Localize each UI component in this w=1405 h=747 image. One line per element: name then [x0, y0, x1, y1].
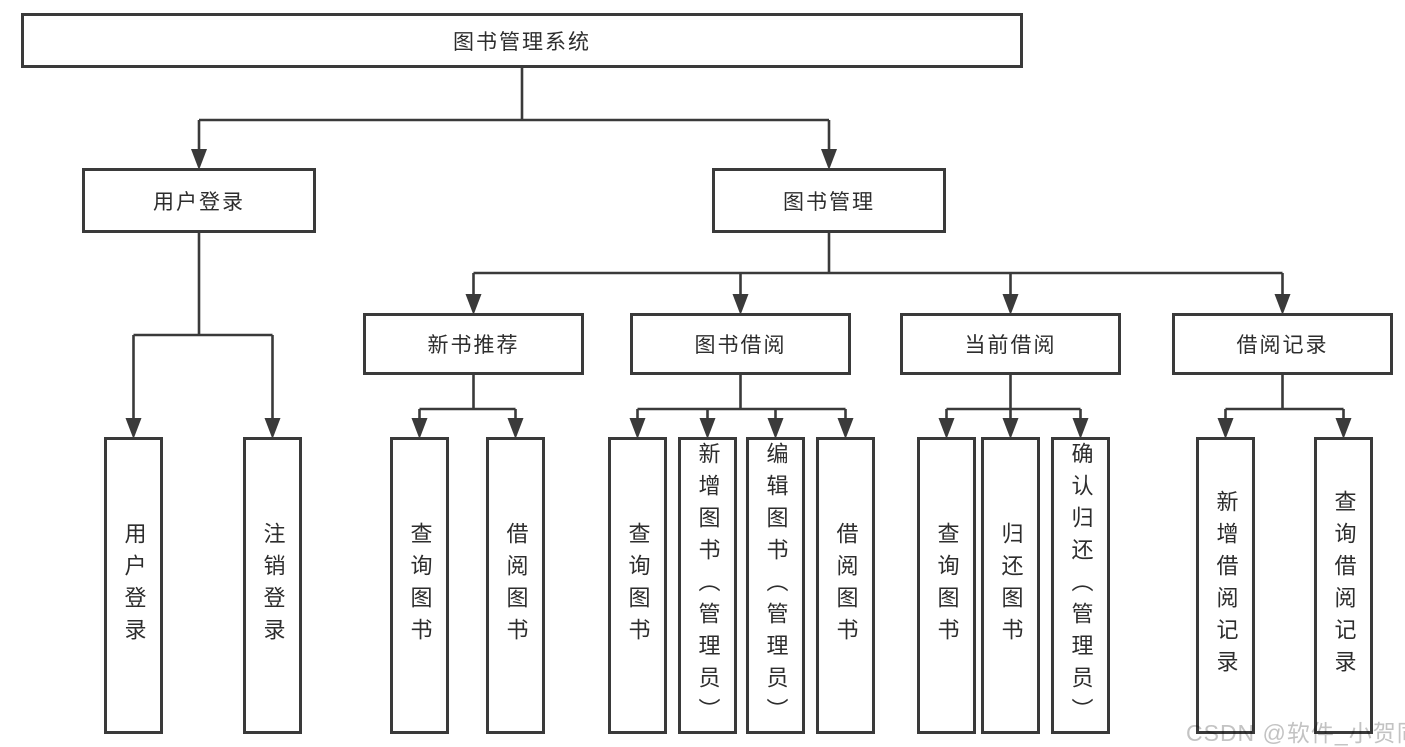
node-label: 借阅图书: [833, 521, 859, 650]
leaf-newbook-query-books: 查询图书: [390, 437, 449, 734]
node-library-management-system: 图书管理系统: [21, 13, 1023, 68]
leaf-current-confirm-return-admin: 确认归还（管理员）: [1051, 437, 1110, 734]
node-label: 查询图书: [934, 521, 960, 650]
node-label: 编辑图书（管理员）: [763, 441, 789, 730]
leaf-borrow-query-books: 查询图书: [608, 437, 667, 734]
node-label: 用户登录: [121, 521, 147, 650]
node-label: 图书管理: [783, 190, 875, 214]
leaf-newbook-borrow-books: 借阅图书: [486, 437, 545, 734]
node-user-login-branch: 用户登录: [82, 168, 316, 233]
leaf-records-add-record: 新增借阅记录: [1196, 437, 1255, 734]
leaf-logout: 注销登录: [243, 437, 302, 734]
leaf-current-return-books: 归还图书: [981, 437, 1040, 734]
node-label: 用户登录: [153, 190, 245, 214]
node-label: 新书推荐: [427, 334, 520, 357]
leaf-current-query-books: 查询图书: [917, 437, 976, 734]
arrowheads: [125, 149, 1352, 439]
node-label: 新增借阅记录: [1213, 489, 1239, 682]
node-label: 归还图书: [998, 521, 1024, 650]
node-current-borrow: 当前借阅: [900, 313, 1121, 375]
node-label: 查询图书: [407, 521, 433, 650]
node-book-borrow: 图书借阅: [630, 313, 851, 375]
leaf-borrow-borrow-books: 借阅图书: [816, 437, 875, 734]
node-label: 当前借阅: [964, 334, 1057, 357]
leaf-records-query-record: 查询借阅记录: [1314, 437, 1373, 734]
node-label: 新增图书（管理员）: [695, 441, 721, 730]
leaf-user-login: 用户登录: [104, 437, 163, 734]
node-book-management: 图书管理: [712, 168, 946, 233]
csdn-watermark: CSDN @软件_小贺同学: [1186, 720, 1405, 746]
node-label: 确认归还（管理员）: [1068, 441, 1094, 730]
leaf-borrow-edit-books-admin: 编辑图书（管理员）: [746, 437, 805, 734]
node-label: 借阅图书: [503, 521, 529, 650]
node-new-book-recommend: 新书推荐: [363, 313, 584, 375]
node-label: 查询借阅记录: [1331, 489, 1357, 682]
leaf-borrow-add-books-admin: 新增图书（管理员）: [678, 437, 737, 734]
node-label: 图书借阅: [694, 334, 787, 357]
node-label: 查询图书: [625, 521, 651, 650]
node-borrow-records: 借阅记录: [1172, 313, 1393, 375]
node-label: 图书管理系统: [453, 30, 591, 54]
node-label: 借阅记录: [1236, 334, 1329, 357]
node-label: 注销登录: [260, 521, 286, 650]
